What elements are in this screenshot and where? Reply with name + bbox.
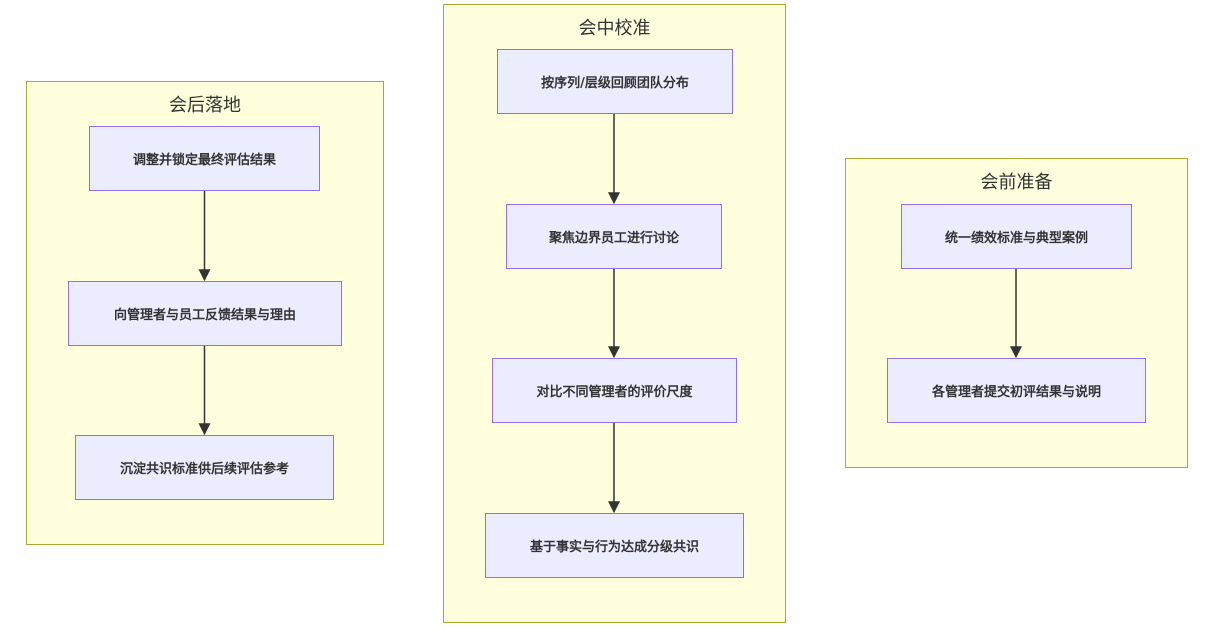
cluster-title: 会中校准	[578, 18, 651, 39]
node-label: 向管理者与员工反馈结果与理由	[113, 308, 296, 323]
node-label: 调整并锁定最终评估结果	[132, 153, 276, 168]
node-label: 沉淀共识标准供后续评估参考	[119, 462, 289, 477]
node-label: 按序列/层级回顾团队分布	[541, 76, 689, 91]
node-compare-scales[interactable]: 对比不同管理者的评价尺度	[492, 358, 737, 423]
node-feedback-results[interactable]: 向管理者与员工反馈结果与理由	[68, 281, 342, 346]
node-label: 各管理者提交初评结果与说明	[931, 385, 1101, 400]
node-adjust-lock-results[interactable]: 调整并锁定最终评估结果	[89, 126, 320, 191]
node-label: 基于事实与行为达成分级共识	[529, 540, 699, 555]
node-reach-consensus[interactable]: 基于事实与行为达成分级共识	[485, 513, 744, 578]
node-label: 聚焦边界员工进行讨论	[548, 231, 679, 246]
cluster-title: 会后落地	[169, 95, 241, 116]
node-consensus-standards[interactable]: 沉淀共识标准供后续评估参考	[75, 435, 334, 500]
cluster-title: 会前准备	[980, 172, 1053, 193]
node-review-distribution[interactable]: 按序列/层级回顾团队分布	[497, 49, 733, 114]
node-boundary-discussion[interactable]: 聚焦边界员工进行讨论	[506, 204, 722, 269]
node-label: 对比不同管理者的评价尺度	[536, 385, 693, 400]
node-submit-initial-results[interactable]: 各管理者提交初评结果与说明	[887, 358, 1146, 423]
node-unify-standards[interactable]: 统一绩效标准与典型案例	[901, 204, 1132, 269]
node-label: 统一绩效标准与典型案例	[944, 231, 1088, 246]
